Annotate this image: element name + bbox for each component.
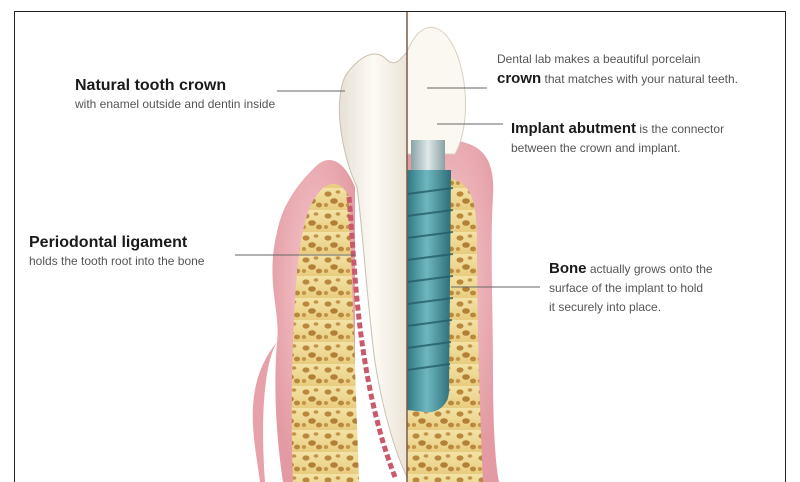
bone-desc-3: it securely into place. (549, 298, 713, 317)
porcelain-desc-2: crown that matches with your natural tee… (497, 69, 738, 89)
abutment-title: Implant abutment (511, 120, 636, 137)
label-implant-abutment: Implant abutment is the connector betwee… (511, 119, 724, 158)
diagram-frame: Natural tooth crown with enamel outside … (14, 11, 786, 482)
natural-crown-title: Natural tooth crown (75, 76, 275, 95)
bone-title: Bone (549, 260, 587, 277)
abutment-desc-1: is the connector (636, 122, 724, 136)
label-porcelain-crown: Dental lab makes a beautiful porcelain c… (497, 50, 738, 89)
bone-desc-1: actually grows onto the (587, 262, 713, 276)
label-natural-crown: Natural tooth crown with enamel outside … (75, 76, 275, 114)
ligament-desc: holds the tooth root into the bone (29, 252, 204, 271)
label-bone: Bone actually grows onto the surface of … (549, 259, 713, 317)
abutment-desc-2: between the crown and implant. (511, 139, 724, 158)
porcelain-desc-1: Dental lab makes a beautiful porcelain (497, 50, 738, 69)
implant-body (407, 170, 451, 412)
porcelain-desc-rest: that matches with your natural teeth. (541, 72, 738, 86)
gum-lower-left (253, 342, 277, 482)
natural-crown-desc: with enamel outside and dentin inside (75, 95, 275, 114)
porcelain-bold: crown (497, 70, 541, 87)
ligament-title: Periodontal ligament (29, 233, 204, 252)
implant-abutment (411, 140, 445, 170)
label-ligament: Periodontal ligament holds the tooth roo… (29, 233, 204, 271)
porcelain-crown (407, 27, 466, 154)
bone-desc-2: surface of the implant to hold (549, 279, 713, 298)
